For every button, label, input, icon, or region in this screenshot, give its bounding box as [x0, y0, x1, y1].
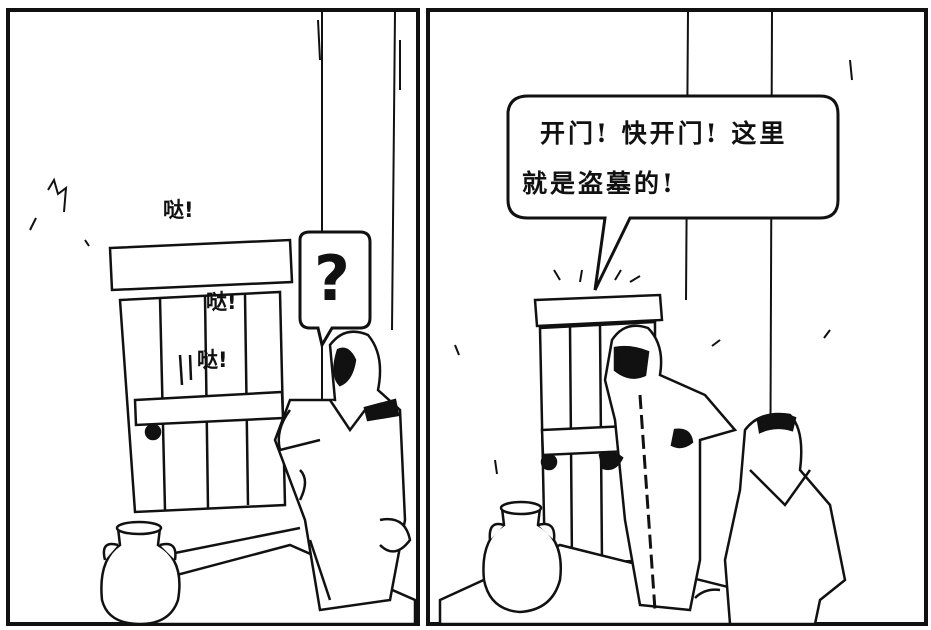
panel-2-jar: [482, 500, 562, 614]
panel-1-figure: [273, 330, 412, 612]
panel-1-question-balloon: [298, 230, 372, 349]
panel-1-jar: [100, 520, 181, 626]
sound-effect-knock-2: 哒!: [206, 290, 237, 314]
panel-1-door: [108, 238, 294, 514]
panel-1-wall: [29, 11, 401, 420]
sound-effect-knock-3: 哒!: [197, 348, 228, 372]
sound-effect-knock-1: 哒!: [163, 198, 194, 222]
panel-1: [6, 8, 420, 626]
panel-2-speech-balloon: [506, 94, 840, 291]
panel-2-figure-front: [598, 324, 738, 612]
speech-line-1: 开门! 快开门! 这里: [540, 119, 788, 148]
question-mark: ?: [314, 242, 350, 315]
panel-2-figure-back: [694, 412, 847, 626]
panel-2: [426, 8, 928, 626]
speech-line-2: 就是盗墓的!: [522, 169, 676, 198]
